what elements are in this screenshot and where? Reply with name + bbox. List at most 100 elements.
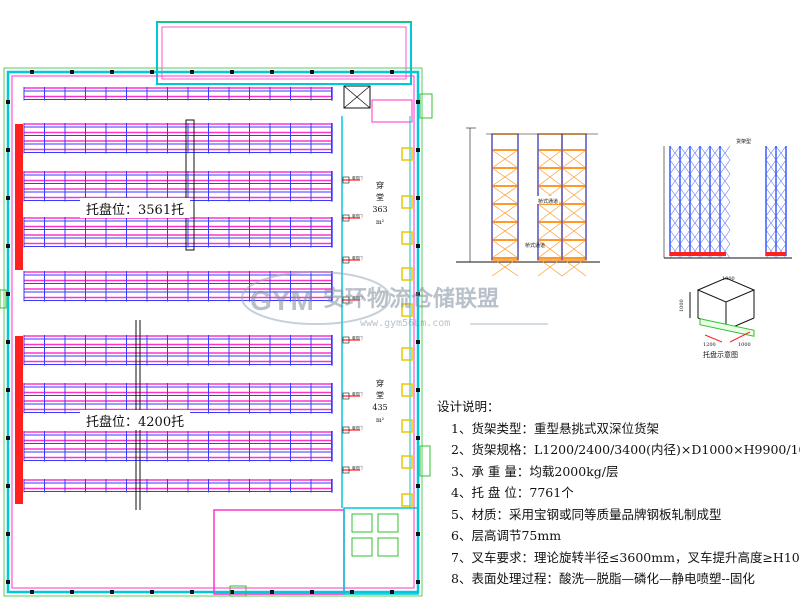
rack-brace bbox=[537, 149, 563, 169]
rack-brace bbox=[719, 187, 731, 203]
dock bbox=[401, 493, 413, 507]
column bbox=[416, 292, 420, 296]
watermark: GYM 安环物流仓储联盟 www.gym56Lm.com bbox=[241, 271, 548, 329]
dock bbox=[401, 419, 413, 433]
rack-elevation-front bbox=[456, 127, 600, 277]
door-box bbox=[342, 466, 350, 474]
rack-brace bbox=[491, 203, 519, 223]
notes-title: 设计说明： bbox=[437, 399, 500, 414]
notes-item: 1、货架类型：重型悬挑式双深位货架 bbox=[451, 420, 659, 436]
rack-brace bbox=[491, 149, 519, 169]
column bbox=[270, 70, 274, 74]
column bbox=[416, 532, 420, 536]
door-box bbox=[342, 296, 350, 304]
notes-item: 2、货架规格：L1200/2400/3400(内径)×D1000×H9900/1… bbox=[451, 442, 800, 457]
aisle2-label: 穿 bbox=[376, 378, 384, 388]
door-label: 卷帘门 bbox=[352, 175, 363, 180]
column bbox=[416, 340, 420, 344]
column bbox=[190, 590, 194, 594]
aisle1-area: 363 bbox=[372, 205, 387, 214]
door-label: 卷帘门 bbox=[352, 213, 363, 218]
rack-brace bbox=[491, 167, 519, 187]
rack-brace bbox=[679, 201, 691, 217]
rack-brace bbox=[699, 145, 711, 161]
pallet-height-dim: 1000 bbox=[679, 299, 685, 312]
rack-brace bbox=[689, 215, 701, 231]
door-box bbox=[342, 176, 350, 184]
rack-base bbox=[766, 252, 786, 256]
rack-brace bbox=[719, 145, 731, 161]
column bbox=[230, 590, 234, 594]
notes-item: 4、托 盘 位：7761个 bbox=[451, 485, 574, 500]
door-label: 卷帘门 bbox=[352, 335, 363, 340]
rack-brace bbox=[561, 257, 587, 277]
column bbox=[110, 590, 114, 594]
pallet-diagram bbox=[689, 277, 756, 343]
watermark-url: www.gym56Lm.com bbox=[360, 318, 450, 329]
rack-brace bbox=[775, 229, 787, 245]
door-label: 卷帘门 bbox=[352, 425, 363, 430]
column bbox=[6, 580, 10, 584]
rack-brace bbox=[491, 239, 519, 259]
aisle1-label: 穿 bbox=[376, 180, 384, 190]
rack-brace bbox=[765, 215, 777, 231]
rack-end-band bbox=[15, 124, 23, 270]
aisle2-label: 堂 bbox=[376, 390, 384, 400]
rack-brace bbox=[719, 159, 731, 175]
rack-brace bbox=[491, 185, 519, 205]
rack-brace bbox=[689, 159, 701, 175]
rack-brace bbox=[689, 229, 701, 245]
zone2-pallet-label: 托盘位：4200托 bbox=[86, 414, 184, 430]
column bbox=[416, 580, 420, 584]
rack-brace bbox=[719, 229, 731, 245]
rack-brace bbox=[679, 229, 691, 245]
rack-brace bbox=[709, 159, 721, 175]
rack-brace bbox=[765, 201, 777, 217]
rack-brace bbox=[491, 257, 519, 277]
dock-markers bbox=[401, 147, 413, 507]
column bbox=[310, 70, 314, 74]
building-outline bbox=[0, 21, 433, 597]
column bbox=[6, 388, 10, 392]
door-box bbox=[342, 392, 350, 400]
column bbox=[416, 148, 420, 152]
rack-brace bbox=[561, 185, 587, 205]
column bbox=[350, 590, 354, 594]
notes-item: 3、承 重 量：均载2000kg/层 bbox=[451, 463, 619, 479]
column bbox=[6, 292, 10, 296]
rack-brace bbox=[669, 215, 681, 231]
rack-brace bbox=[775, 145, 787, 161]
door-box bbox=[342, 214, 350, 222]
column bbox=[30, 70, 34, 74]
rack-brace bbox=[719, 201, 731, 217]
dock bbox=[401, 383, 413, 397]
rack-base bbox=[670, 252, 726, 256]
rack-brace bbox=[775, 187, 787, 203]
rack-brace bbox=[775, 215, 787, 231]
rack-brace bbox=[719, 173, 731, 189]
watermark-name: 安环物流仓储联盟 bbox=[323, 286, 499, 312]
notes-item: 6、层高调节75mm bbox=[451, 528, 562, 543]
door-label: 卷帘门 bbox=[352, 295, 363, 300]
dock bbox=[401, 147, 413, 161]
rack-brace bbox=[679, 145, 691, 161]
column bbox=[390, 70, 394, 74]
rack-elevation-side bbox=[663, 145, 792, 259]
elevation-left-label-2: 桥式通道 bbox=[525, 242, 545, 249]
door-label: 卷帘门 bbox=[352, 255, 363, 260]
door-box bbox=[342, 336, 350, 344]
dock bbox=[401, 195, 413, 209]
rack-brace bbox=[709, 187, 721, 203]
column bbox=[6, 484, 10, 488]
rack-brace bbox=[537, 239, 563, 259]
rack-brace bbox=[699, 215, 711, 231]
rack-brace bbox=[669, 145, 681, 161]
rack-brace bbox=[561, 167, 587, 187]
column bbox=[6, 100, 10, 104]
rack-brace bbox=[699, 159, 711, 175]
dock bbox=[401, 347, 413, 361]
column bbox=[6, 148, 10, 152]
door-label: 卷帘门 bbox=[352, 391, 363, 396]
